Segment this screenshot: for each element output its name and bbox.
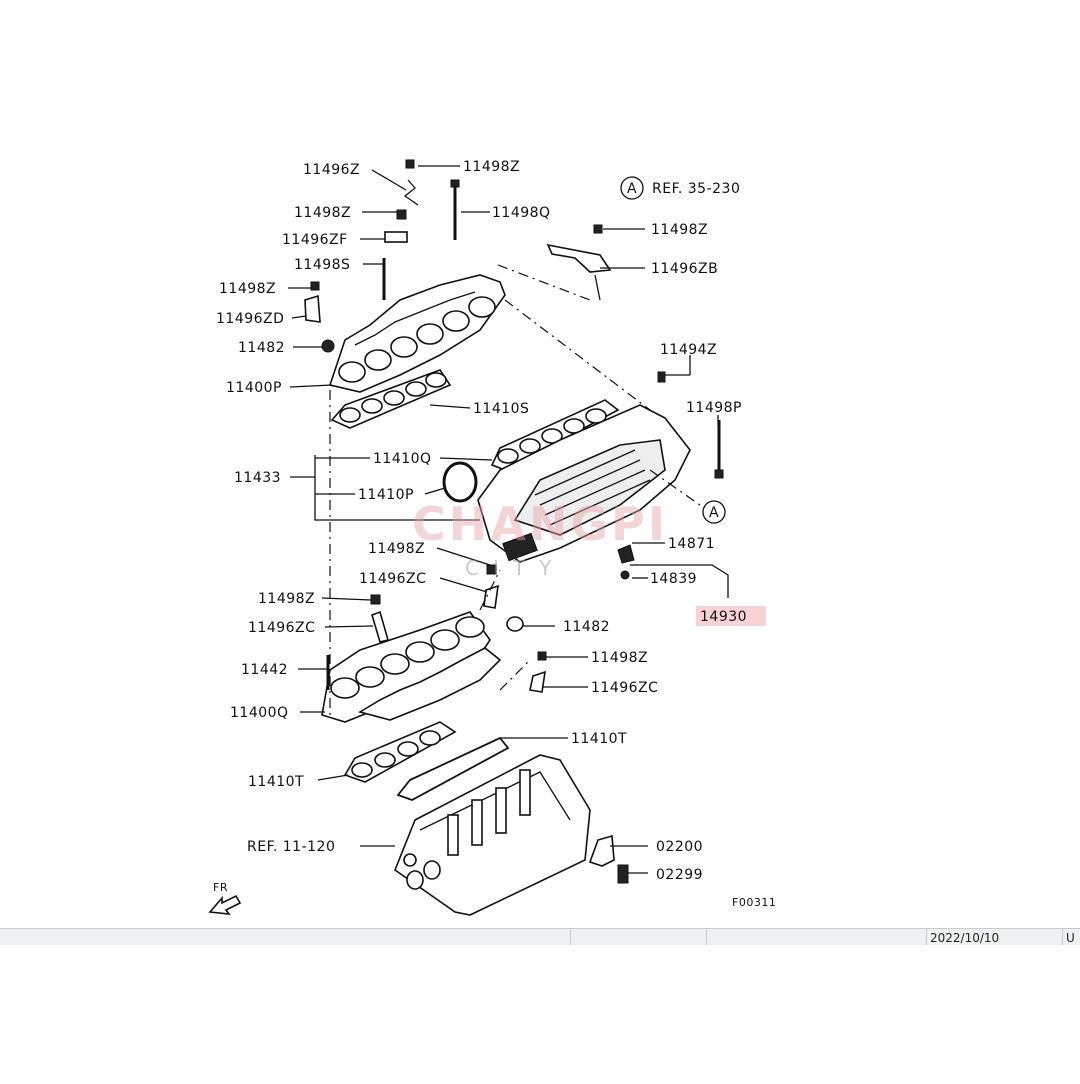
label-11410t: 11410T bbox=[571, 731, 627, 747]
status-bar: 2022/10/10 U bbox=[0, 928, 1080, 945]
label-11498z: 11498Z bbox=[368, 541, 425, 557]
guide-line bbox=[499, 659, 531, 691]
gasket-11410q bbox=[490, 399, 620, 471]
ref-marker-letter: A bbox=[709, 505, 719, 521]
status-cell bbox=[926, 929, 927, 945]
label-11400q: 11400Q bbox=[230, 705, 289, 721]
label-11498z: 11498Z bbox=[219, 281, 276, 297]
label-11496zc: 11496ZC bbox=[591, 680, 658, 696]
gasket-11410s bbox=[330, 369, 452, 429]
label-11498q: 11498Q bbox=[492, 205, 551, 221]
lower-intake-manifold bbox=[321, 611, 502, 723]
front-direction-marker: FR bbox=[208, 881, 242, 915]
label-11496zf: 11496ZF bbox=[282, 232, 348, 248]
o-ring-11410p bbox=[442, 461, 478, 503]
label-11400p: 11400P bbox=[226, 380, 282, 396]
highlight-14930 bbox=[696, 606, 766, 626]
label-11496z: 11496Z bbox=[303, 162, 360, 178]
watermark: CHANGPI bbox=[412, 497, 668, 551]
upper-intake-manifold bbox=[328, 274, 506, 393]
label-11498z: 11498Z bbox=[463, 159, 520, 175]
label-11498s: 11498S bbox=[294, 257, 350, 273]
status-tail: U bbox=[1066, 931, 1075, 945]
label-11410t: 11410T bbox=[248, 774, 304, 790]
label-14871: 14871 bbox=[668, 536, 715, 552]
label-11496zb: 11496ZB bbox=[651, 261, 718, 277]
label-ref-11-120: REF. 11-120 bbox=[247, 839, 335, 855]
front-label: FR bbox=[213, 881, 228, 894]
intake-plenum-11433 bbox=[477, 404, 691, 563]
ref-marker-letter: A bbox=[627, 181, 637, 197]
label-11410q: 11410Q bbox=[373, 451, 432, 467]
label-14930: 14930 bbox=[700, 609, 747, 625]
leader-lines bbox=[288, 165, 729, 874]
label-11410s: 11410S bbox=[473, 401, 529, 417]
label-11498z: 11498Z bbox=[294, 205, 351, 221]
engine-block-ref bbox=[394, 754, 591, 916]
label-11498z: 11498Z bbox=[651, 222, 708, 238]
watermark-sub: CITY bbox=[465, 556, 565, 580]
diagram-code: F00311 bbox=[732, 896, 776, 909]
label-14839: 14839 bbox=[650, 571, 697, 587]
label-02299: 02299 bbox=[656, 867, 703, 883]
label-11496zd: 11496ZD bbox=[216, 311, 284, 327]
ref-marker-circle bbox=[620, 176, 644, 200]
ref-marker-circle bbox=[702, 500, 726, 524]
label-11410p: 11410P bbox=[358, 487, 414, 503]
label-11496zc: 11496ZC bbox=[248, 620, 315, 636]
bolts-and-fasteners bbox=[304, 159, 724, 884]
guide-line bbox=[479, 569, 501, 611]
label-02200: 02200 bbox=[656, 839, 703, 855]
label-11442: 11442 bbox=[241, 662, 288, 678]
label-11496zc: 11496ZC bbox=[359, 571, 426, 587]
label-11498z: 11498Z bbox=[258, 591, 315, 607]
status-cell bbox=[570, 929, 571, 945]
label-11498z: 11498Z bbox=[591, 650, 648, 666]
status-cell bbox=[706, 929, 707, 945]
label-11433: 11433 bbox=[234, 470, 281, 486]
label-ref-35-230: REF. 35-230 bbox=[652, 181, 740, 197]
label-11494z: 11494Z bbox=[660, 342, 717, 358]
status-cell bbox=[1062, 929, 1063, 945]
label-11498p: 11498P bbox=[686, 400, 742, 416]
label-11482: 11482 bbox=[563, 619, 610, 635]
status-date: 2022/10/10 bbox=[930, 931, 1000, 945]
label-11482: 11482 bbox=[238, 340, 285, 356]
part-labels: 11496Z 11498Z 11498Z 11498Q 11496ZF 1149… bbox=[216, 159, 766, 883]
guide-line bbox=[504, 299, 651, 411]
guide-line bbox=[497, 264, 591, 301]
gasket-11410t bbox=[343, 721, 510, 801]
guide-line bbox=[649, 469, 701, 506]
